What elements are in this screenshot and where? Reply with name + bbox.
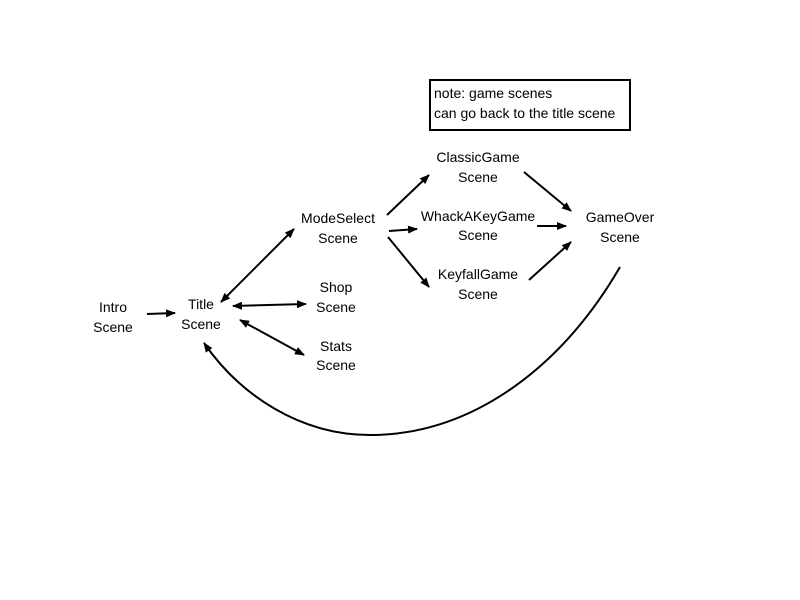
node-stats-scene: Stats Scene — [316, 338, 356, 373]
node-modeselect-scene: ModeSelect Scene — [301, 210, 375, 246]
node-keyfallgame-line-1: KeyfallGame — [438, 266, 518, 282]
note-box: note: game scenes can go back to the tit… — [429, 79, 631, 131]
node-shop-line-2: Scene — [316, 299, 356, 315]
edge-classicgame-to-gameover — [523, 171, 572, 212]
edge-gameover-to-title — [203, 266, 621, 437]
node-whackakeygame-scene: WhackAKeyGame Scene — [421, 208, 536, 243]
edge-modeselect-to-classicgame — [386, 174, 430, 216]
node-stats-line-1: Stats — [320, 338, 352, 354]
edge-keyfallgame-to-gameover — [528, 241, 572, 281]
edge-modeselect-to-whackakeygame — [388, 225, 418, 234]
node-intro-line-1: Intro — [99, 299, 127, 315]
node-gameover-scene: GameOver Scene — [586, 209, 655, 245]
edge-title-stats — [239, 319, 305, 356]
node-gameover-line-1: GameOver — [586, 209, 655, 225]
edge-title-shop — [232, 300, 307, 310]
note-line-2: can go back to the title scene — [434, 105, 616, 121]
node-modeselect-line-1: ModeSelect — [301, 210, 375, 226]
node-whackakeygame-line-2: Scene — [458, 227, 498, 243]
node-shop-scene: Shop Scene — [316, 279, 356, 315]
edge-modeselect-to-keyfallgame — [387, 236, 430, 288]
node-title-line-1: Title — [188, 296, 214, 312]
edge-intro-to-title — [146, 309, 176, 318]
node-intro-line-2: Scene — [93, 319, 133, 335]
node-keyfallgame-line-2: Scene — [458, 286, 498, 302]
note-line-1: note: game scenes — [434, 85, 552, 101]
note-border — [429, 79, 631, 131]
node-classicgame-line-2: Scene — [458, 169, 498, 185]
node-classicgame-line-1: ClassicGame — [436, 149, 519, 165]
node-title-line-2: Scene — [181, 316, 221, 332]
edge-title-modeselect — [220, 228, 295, 303]
node-stats-line-2: Scene — [316, 357, 356, 373]
edges — [146, 171, 621, 437]
node-title-scene: Title Scene — [181, 296, 221, 332]
node-modeselect-line-2: Scene — [318, 230, 358, 246]
node-keyfallgame-scene: KeyfallGame Scene — [438, 266, 518, 302]
node-intro-scene: Intro Scene — [93, 299, 133, 335]
node-shop-line-1: Shop — [320, 279, 353, 295]
node-whackakeygame-line-1: WhackAKeyGame — [421, 208, 536, 224]
node-classicgame-scene: ClassicGame Scene — [436, 149, 519, 185]
node-gameover-line-2: Scene — [600, 229, 640, 245]
